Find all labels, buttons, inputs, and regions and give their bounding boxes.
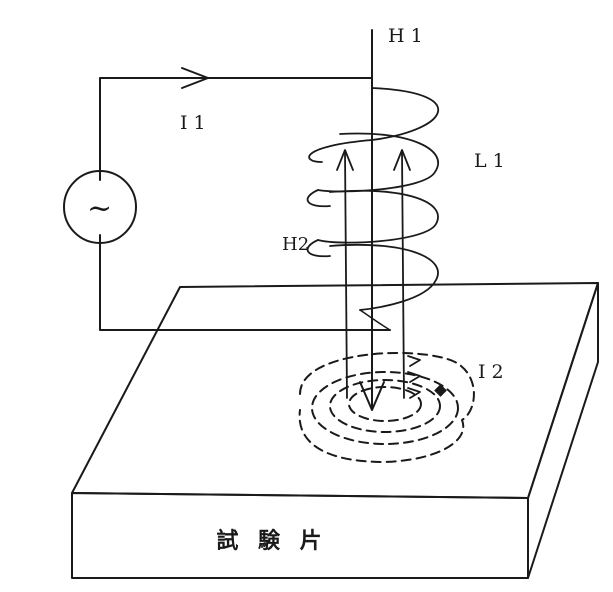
wire-bottom (99, 234, 391, 331)
h2-line-right (401, 151, 405, 399)
coil-back-2 (306, 189, 331, 208)
arrow-right-icon (181, 67, 209, 89)
circuit-wire (99, 67, 391, 331)
label-i2: I 2 (478, 361, 504, 383)
coil-lead-out (359, 309, 391, 331)
coil-turn-3 (317, 189, 439, 244)
ac-source-icon (63, 170, 137, 244)
specimen-block (71, 282, 599, 579)
eddy-arrow-1-icon (407, 355, 421, 367)
specimen-side-face (527, 282, 599, 579)
coil-turn-1 (371, 87, 440, 141)
wire-top (99, 77, 373, 181)
eddy-arrow-2-icon (407, 371, 421, 383)
h2-line-left (344, 151, 348, 399)
eddy-loop-1 (348, 386, 422, 422)
eddy-loop-2 (329, 379, 441, 433)
h2-arrowhead-right-icon (393, 149, 411, 171)
coil-l1 (306, 87, 440, 331)
h2-arrowhead-left-icon (336, 149, 354, 171)
source-symbol: ~ (87, 191, 112, 226)
label-h2: H2 (282, 234, 309, 255)
field-h1 (359, 29, 385, 411)
label-l1: L 1 (474, 150, 505, 172)
source-circle (63, 170, 137, 244)
label-i1: I 1 (180, 112, 206, 134)
eddy-currents-i2 (298, 351, 475, 463)
label-h1: H 1 (388, 25, 423, 47)
coil-turn-2 (317, 132, 439, 193)
coil-back-1 (308, 139, 373, 163)
eddy-arrow-3-icon (407, 387, 421, 399)
h1-arrowhead-icon (359, 381, 385, 411)
field-h2 (336, 149, 411, 399)
defect-marker (434, 384, 447, 397)
specimen-top-face (71, 282, 599, 499)
label-specimen: 試 験 片 (216, 528, 327, 554)
coil-back-3 (306, 239, 331, 258)
eddy-loop-3 (311, 371, 459, 445)
coil-turn-4 (329, 243, 439, 311)
eddy-loop-outer (298, 351, 475, 463)
